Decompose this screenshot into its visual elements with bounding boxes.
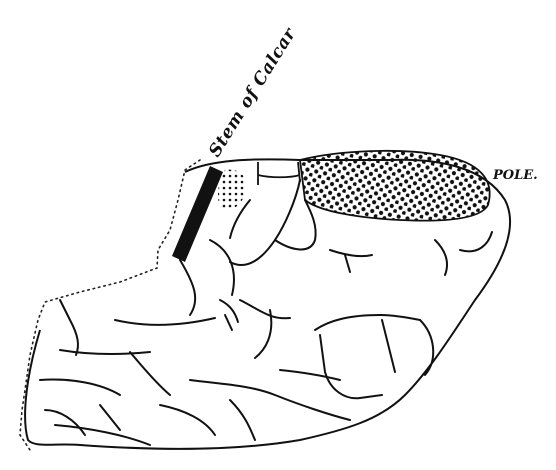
occipital-pole-area <box>300 151 490 221</box>
stem-dotted-patch <box>218 170 246 211</box>
calcarine-notch <box>258 162 300 185</box>
dotted-cut-edge <box>20 160 200 450</box>
pole-label: POLE. <box>493 168 538 183</box>
stem-of-calcar-bar <box>172 166 223 262</box>
